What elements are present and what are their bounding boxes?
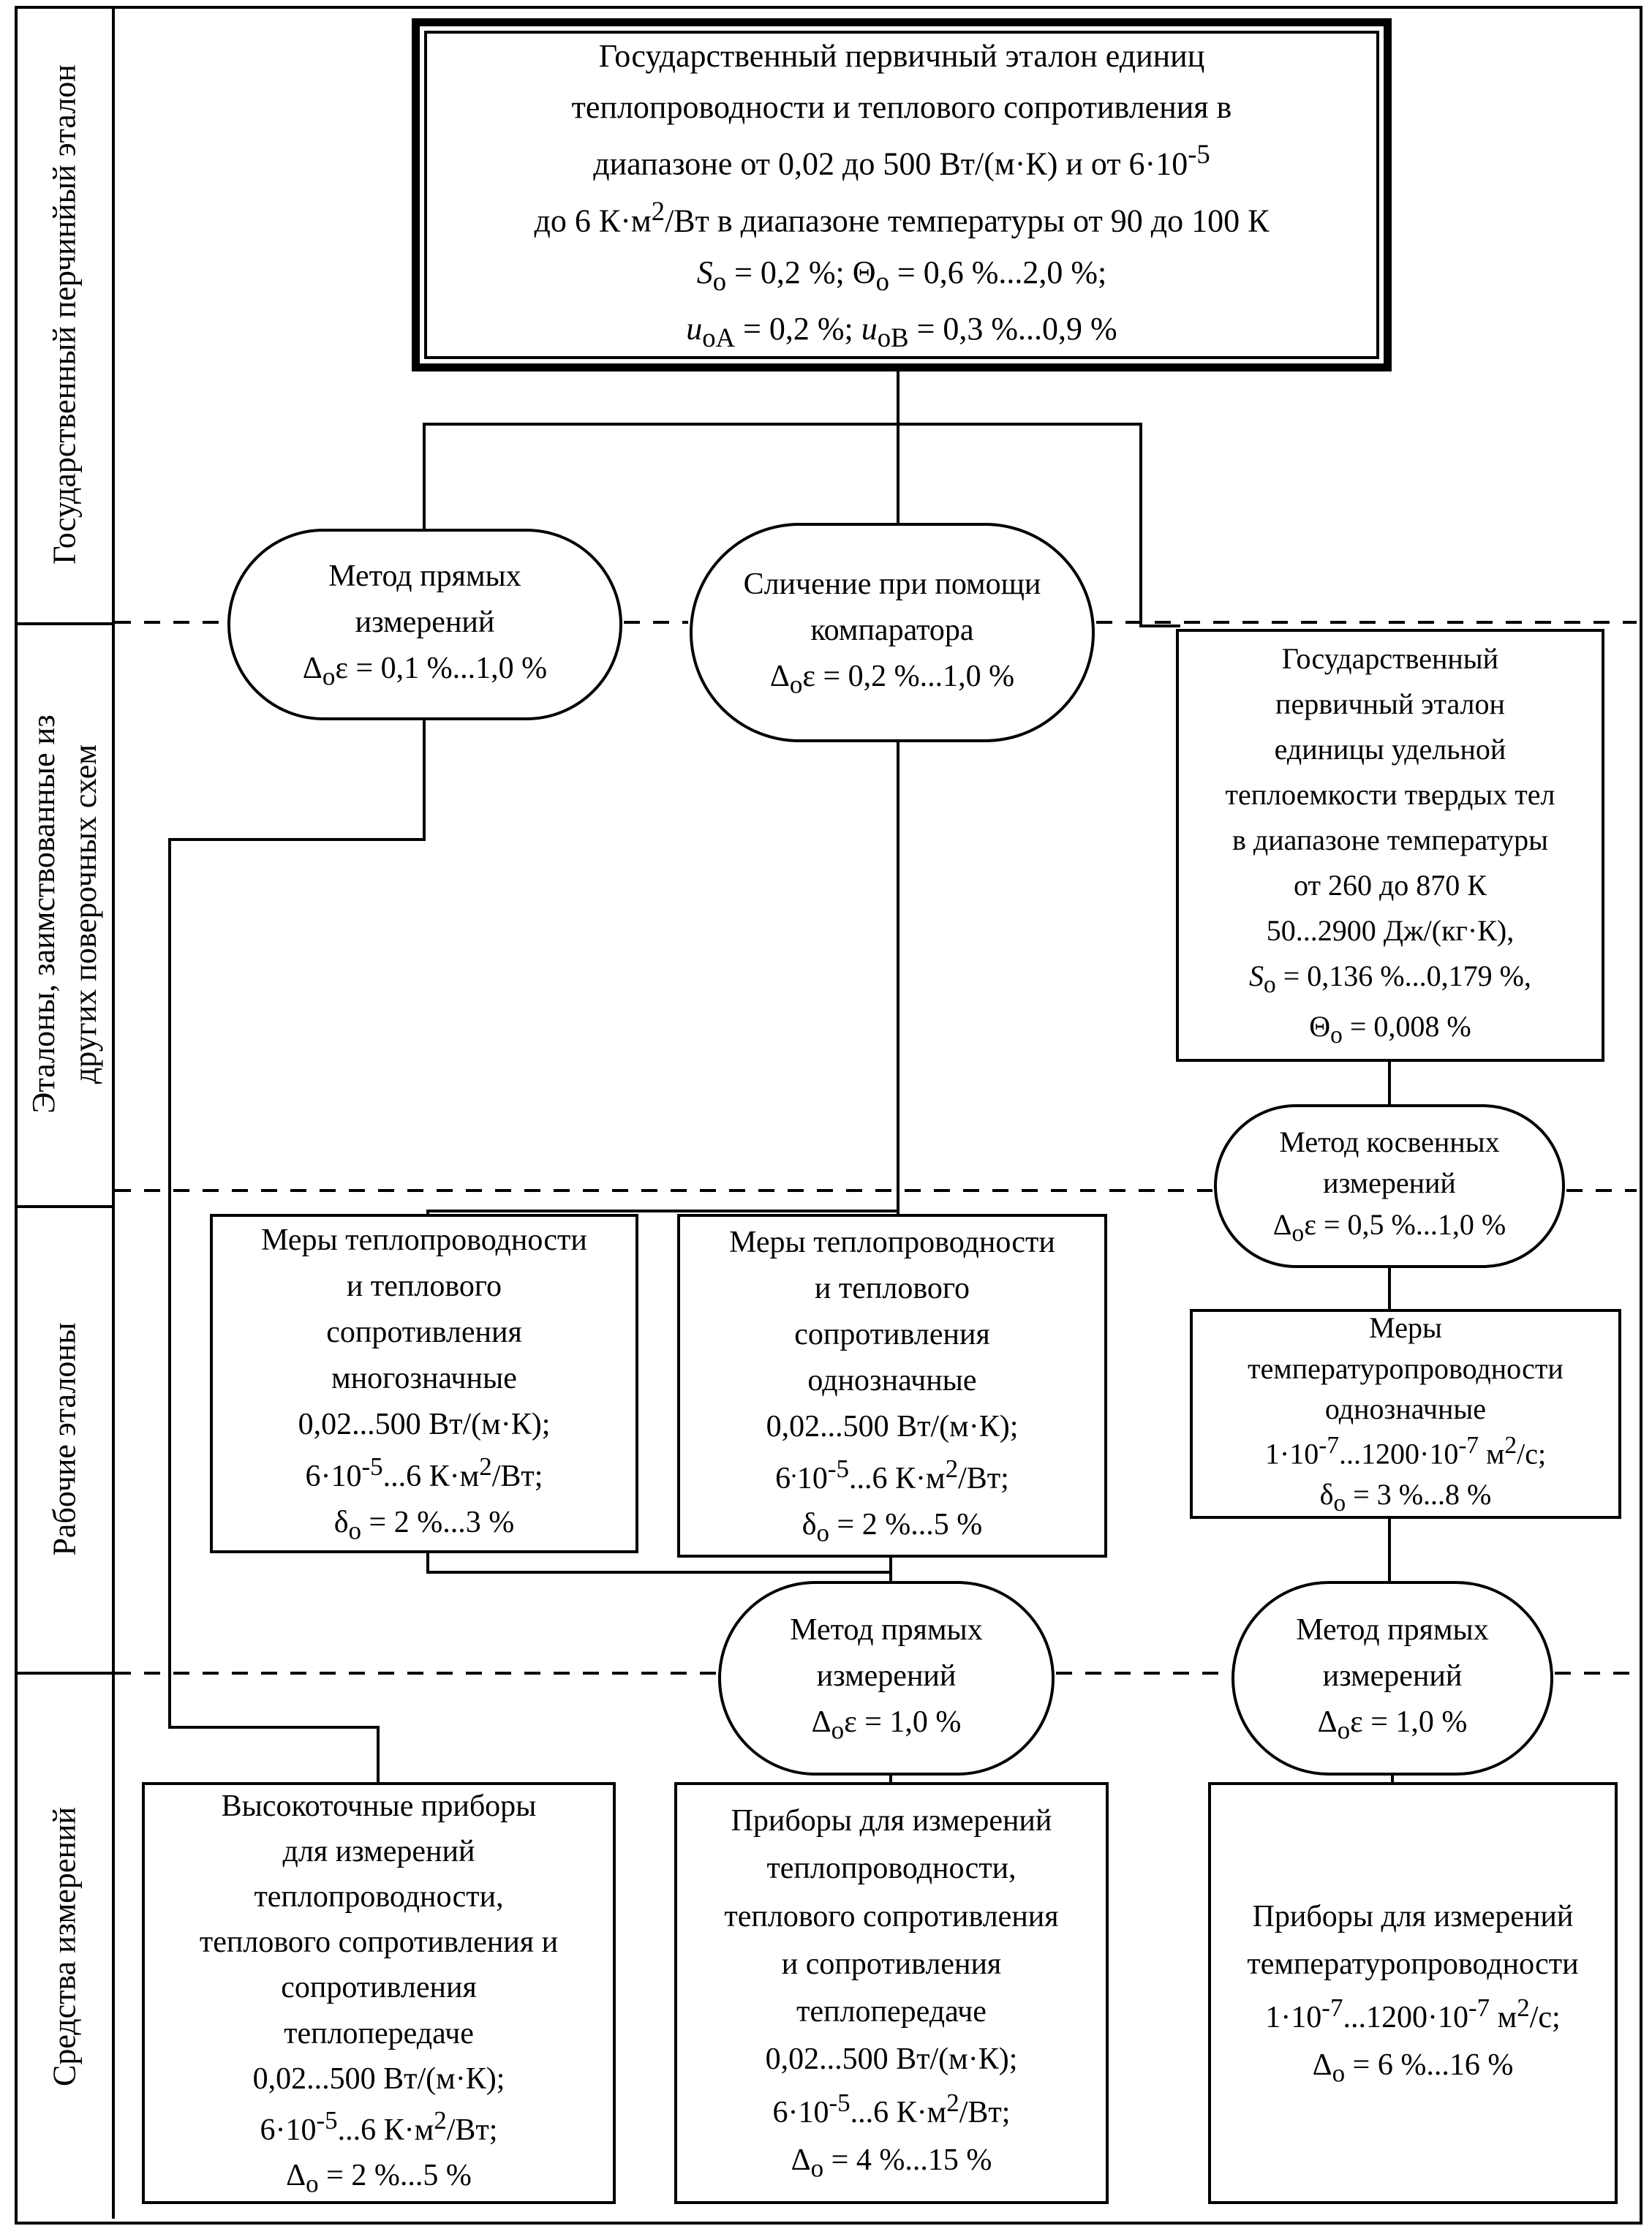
connector-direct-right-to-instruments (1391, 1773, 1394, 1785)
connector-left-route-vertical (168, 838, 171, 1729)
connector-direct-method-down (423, 719, 426, 841)
connector-direct-mid-to-instruments (889, 1773, 892, 1785)
connector-branch-to-heat-capacity-vertical (1139, 423, 1142, 627)
dashed-divider-1-segment-a (115, 621, 226, 624)
connector-measures-merge-horizontal (426, 1571, 892, 1574)
dashed-divider-2-segment-a (115, 1189, 1212, 1192)
connector-branch-horizontal (423, 423, 1142, 426)
connector-working-distribution (426, 1210, 899, 1212)
diagram-outer-frame (15, 6, 1642, 2225)
connector-singlevalued-bottom-stub (889, 1555, 892, 1584)
connector-branch-to-heat-capacity-horizontal (1139, 625, 1180, 627)
connector-heat-capacity-to-indirect (1388, 1060, 1391, 1107)
sidebar-column-border (112, 6, 115, 2219)
connector-multivalued-bottom-stub (426, 1550, 429, 1574)
connector-comparator-to-working (897, 741, 899, 1215)
dashed-divider-3-segment-c (1555, 1672, 1637, 1675)
dashed-divider-2-segment-b (1566, 1189, 1637, 1192)
sidebar-divider-1 (15, 622, 115, 625)
sidebar-divider-2 (15, 1205, 115, 1208)
connector-left-route-bottom-horizontal (168, 1726, 380, 1729)
tier-label-primary-standard: Государственный перчинйый эталон (46, 64, 83, 565)
dashed-divider-1-segment-c (1096, 621, 1637, 624)
connector-branch-to-direct-method (423, 423, 426, 530)
sidebar-divider-3 (15, 1672, 115, 1675)
tier-label-measuring-instruments: Средства измерений (46, 1806, 83, 2087)
connector-left-route-horizontal (168, 838, 426, 841)
connector-primary-down (897, 369, 899, 524)
dashed-divider-3-segment-a (115, 1672, 717, 1675)
connector-indirect-to-diffusivity-measures (1388, 1267, 1391, 1312)
connector-left-route-into-box (377, 1726, 380, 1785)
connector-diffusivity-measures-down (1388, 1516, 1391, 1584)
dashed-divider-3-segment-b (1056, 1672, 1230, 1675)
tier-label-working-standards: Рабочие эталоны (46, 1322, 83, 1556)
dashed-divider-1-segment-b (624, 621, 688, 624)
